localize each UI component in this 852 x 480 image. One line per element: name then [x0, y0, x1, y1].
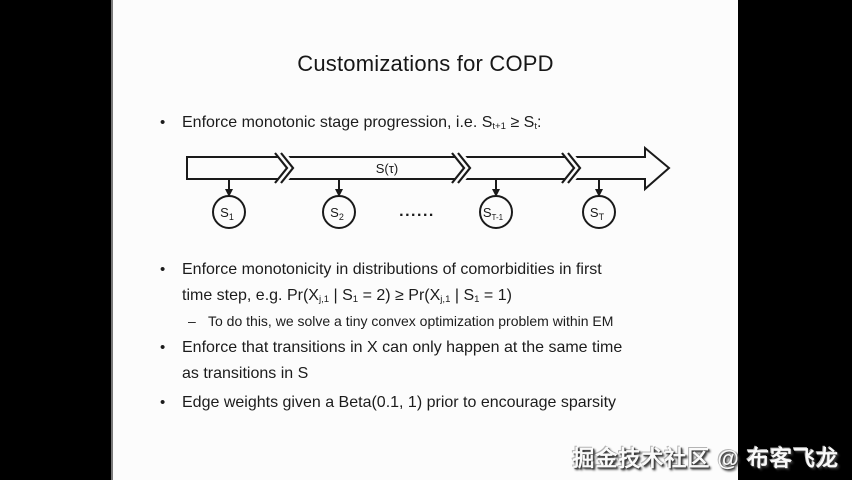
bullet-marker: • — [160, 261, 166, 278]
state-node-circle — [212, 195, 246, 229]
state-node-st-1: ST-1 — [479, 195, 513, 229]
sub-bullet-marker: – — [188, 313, 196, 329]
bullet-marker: • — [160, 114, 166, 131]
bullet-marker: • — [160, 394, 166, 411]
bullet-text-line: To do this, we solve a tiny convex optim… — [208, 313, 614, 329]
ellipsis-dots: ...... — [399, 203, 435, 220]
bullet-text: Edge weights given a Beta(0.1, 1) prior … — [182, 390, 713, 416]
down-arrow — [225, 180, 233, 197]
bullet-text: Enforce monotonicity in distributions of… — [182, 257, 713, 309]
state-node-label: S1 — [220, 205, 234, 222]
bullet-text: Enforce monotonic stage progression, i.e… — [182, 110, 713, 136]
state-node-label: ST-1 — [483, 205, 504, 222]
watermark-text: 掘金技术社区 @ 布客飞龙 — [572, 446, 839, 471]
chevron-break — [561, 152, 585, 184]
slide-title: Customizations for COPD — [297, 51, 554, 76]
state-node-circle — [479, 195, 513, 229]
bullet-text-line: time step, e.g. Pr(Xj,1 | S1 = 2) ≥ Pr(X… — [182, 287, 512, 306]
timeline-arrow-body — [186, 145, 671, 192]
bullet-text-line: Enforce that transitions in X can only h… — [182, 339, 623, 356]
down-arrow — [335, 180, 343, 197]
stage-progression-diagram: S(τ) S1 — [186, 145, 671, 229]
chevron-break — [451, 152, 475, 184]
state-node-s1: S1 — [212, 195, 246, 229]
bullet-marker: • — [160, 339, 166, 356]
state-node-s2: S2 — [322, 195, 356, 229]
chevron-break — [274, 152, 298, 184]
arrow-label: S(τ) — [376, 161, 398, 176]
state-node-circle — [582, 195, 616, 229]
presentation-slide: Customizations for COPD • Enforce monoto… — [111, 0, 738, 480]
bullet-item-3: • Enforce that transitions in X can only… — [113, 335, 713, 387]
state-node-circle — [322, 195, 356, 229]
bullet-text-line: Edge weights given a Beta(0.1, 1) prior … — [182, 394, 617, 411]
sub-bullet-item: – To do this, we solve a tiny convex opt… — [113, 311, 713, 331]
bullet-item-1: • Enforce monotonic stage progression, i… — [113, 110, 713, 136]
state-node-label: S2 — [330, 205, 344, 222]
bullet-item-4: • Edge weights given a Beta(0.1, 1) prio… — [113, 390, 713, 416]
bullet-item-2: • Enforce monotonicity in distributions … — [113, 257, 713, 309]
down-arrow — [595, 180, 603, 197]
bullet-text: Enforce that transitions in X can only h… — [182, 335, 713, 387]
bullet-text-line: Enforce monotonicity in distributions of… — [182, 261, 602, 278]
state-node-label: ST — [590, 205, 605, 222]
bullet-text-line: as transitions in S — [182, 365, 309, 382]
bullet-text: To do this, we solve a tiny convex optim… — [208, 311, 713, 331]
state-node-st: ST — [582, 195, 616, 229]
down-arrow — [492, 180, 500, 197]
bullet-text-line: Enforce monotonic stage progression, i.e… — [182, 114, 542, 133]
